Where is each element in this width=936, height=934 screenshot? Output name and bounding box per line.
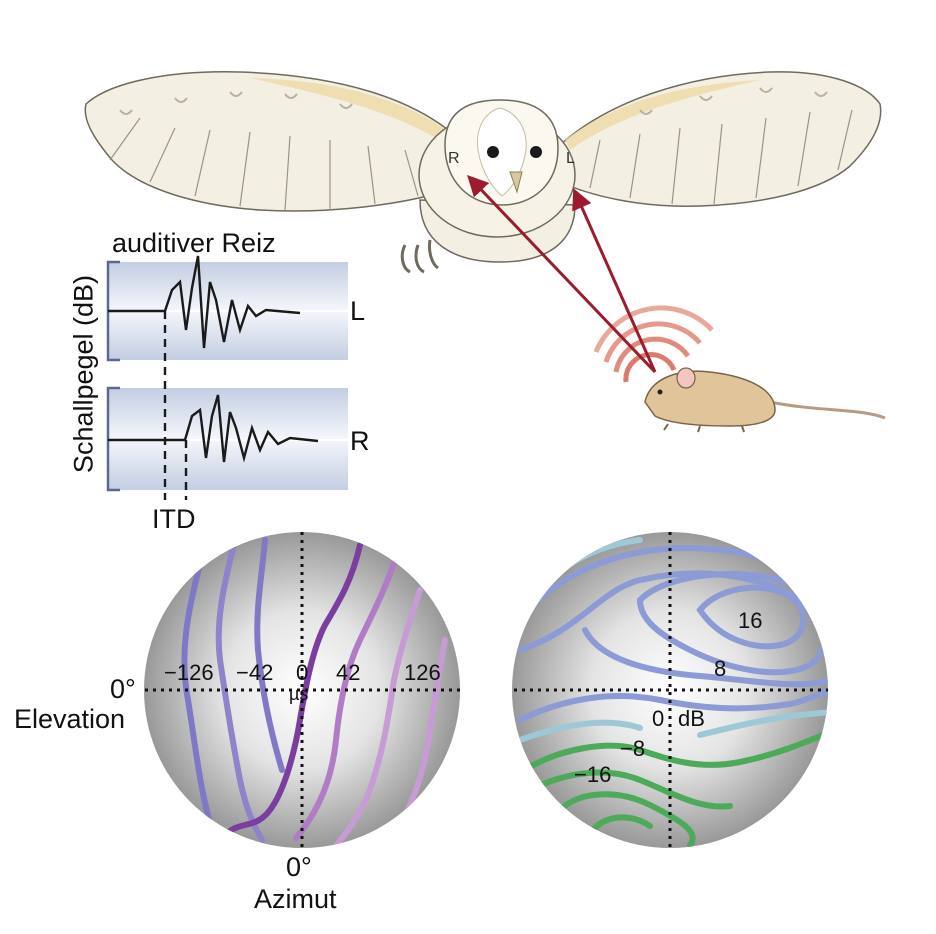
owl-talons [400,239,439,274]
itd-label-plus-42: 42 [336,660,361,685]
itd-contour-minus-126 [181,542,215,833]
itd-delay-label: ITD [152,504,196,534]
azimuth-axis-label: Azimut [254,884,337,914]
itd-label-minus-42: −42 [236,660,274,685]
itd-contour-minus-84 [215,537,265,843]
ild-unit-label: dB [678,706,705,731]
mouse-body [644,370,776,427]
arrow-to-left-ear [572,188,657,373]
itd-unit-label: µs [289,684,309,704]
itd-label-minus-126: −126 [164,660,214,685]
ild-globe [512,532,828,848]
owl-right-wing [554,71,882,207]
ild-contour-16 [696,584,807,650]
mouse-tail [769,400,886,420]
ild-contour-12 [636,570,828,676]
ild-contour-zero [517,687,828,723]
itd-contour-plus-42 [293,557,398,841]
ild-label-minus-8: −8 [620,736,646,761]
mouse-illustration [644,367,886,433]
arrow-to-right-ear [467,174,657,374]
ild-contour-minus-12 [527,769,733,810]
itd-globe [144,532,460,848]
ild-contour-minus-16 [557,791,696,848]
owl-left-wing [84,71,471,212]
elevation-zero-label: 0° [110,674,136,704]
right-channel-label: R [350,426,370,456]
mouse-eye [657,389,663,395]
barn-owl-illustration [84,71,882,274]
mouse-ear [676,367,696,389]
sound-path-arrows [467,174,657,374]
waveform-title: auditiver Reiz [112,228,276,258]
owl-beak [509,171,523,194]
ild-label-16: 16 [738,608,763,633]
itd-contour-plus-126 [401,637,448,821]
owl-left-ear-label: L [566,150,575,167]
owl-left-eye [530,146,542,158]
left-ear-waveform [108,255,301,349]
itd-label-plus-126: 126 [404,660,441,685]
right-ear-waveform [108,394,319,463]
owl-right-eye [487,146,499,158]
ild-label-8: 8 [714,656,727,681]
elevation-axis-label: Elevation [14,704,126,734]
ild-contour-8 [582,627,828,688]
ild-label-minus-16: −16 [574,762,612,787]
waveform-panel [106,255,348,500]
owl-right-ear-label: R [448,150,460,167]
itd-contour-plus-84 [331,587,423,848]
ild-contour-zero-b [517,709,828,743]
ild-contour-minus-8 [522,727,828,773]
itd-contour-zero [222,542,363,838]
azimuth-zero-label: 0° [286,852,312,882]
itd-contour-minus-42 [254,537,285,773]
left-channel-label: L [350,296,366,326]
sound-waves-icon [593,305,714,383]
waveform-y-axis-label: Schallpegel (dB) [68,274,99,474]
itd-label-zero: 0 [296,660,309,685]
ild-label-zero: 0 [652,706,665,731]
